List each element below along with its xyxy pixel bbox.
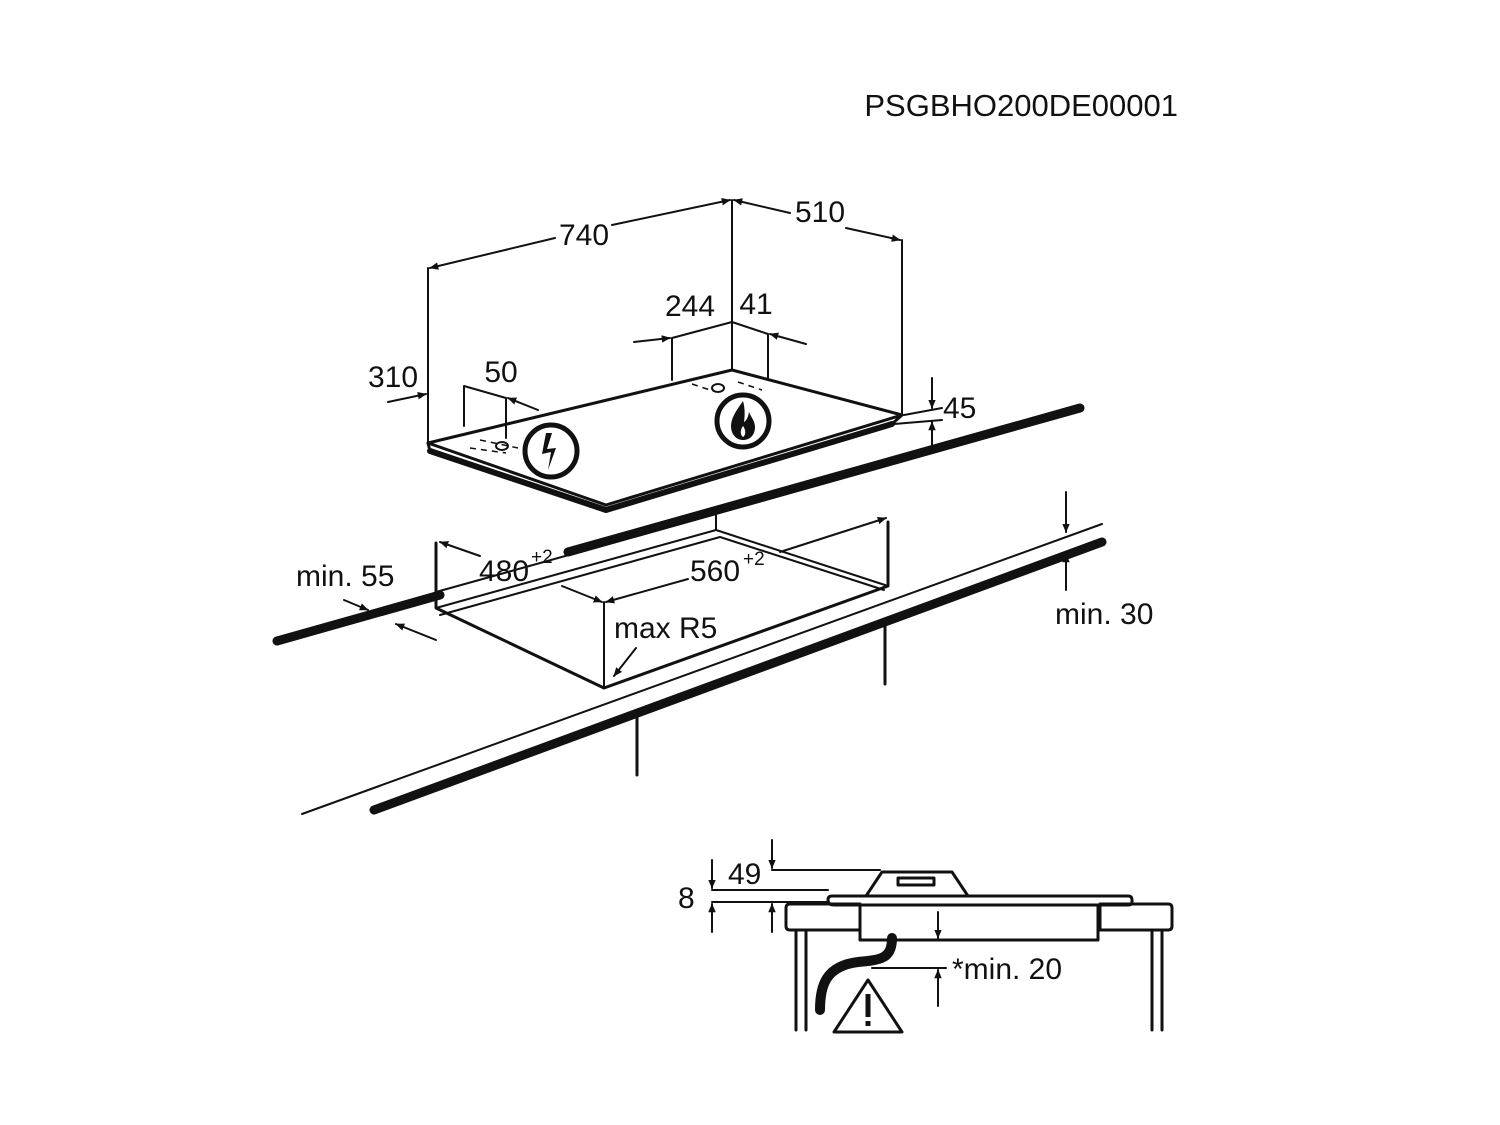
dim-480-label: 480 xyxy=(479,555,529,588)
dimension-electric-inlet: 310 50 xyxy=(368,356,539,411)
dimension-cutout-depth: 480 +2 xyxy=(439,541,603,603)
dim-310-label: 310 xyxy=(368,361,418,394)
dim-min20-label: *min. 20 xyxy=(952,953,1062,986)
dim-510-label: 510 xyxy=(795,196,845,229)
dimension-height-45: 45 xyxy=(893,377,976,453)
dimension-worktop-thickness: min. 30 xyxy=(1055,491,1153,631)
electric-connection-icon xyxy=(522,422,580,480)
dim-49-label: 49 xyxy=(728,858,761,891)
dim-50-label: 50 xyxy=(484,356,517,389)
hob xyxy=(426,199,904,513)
dim-560-label: 560 xyxy=(690,555,740,588)
worktop xyxy=(272,403,1107,815)
dimension-width-740: 740 xyxy=(429,198,731,270)
dim-41-label: 41 xyxy=(739,288,772,321)
section-view xyxy=(784,870,1174,1032)
dimension-depth-510: 510 xyxy=(733,196,901,242)
dimension-clearance-below: *min. 20 xyxy=(871,911,1062,1007)
dim-45-label: 45 xyxy=(943,392,976,425)
dim-244-label: 244 xyxy=(665,290,715,323)
dim-min30-label: min. 30 xyxy=(1055,598,1153,631)
dimension-cutout-width: 560 +2 xyxy=(605,516,887,604)
dimension-front-clearance: min. 55 xyxy=(296,560,437,641)
cutout xyxy=(434,513,890,690)
drawing-code: PSGBHO200DE00001 xyxy=(864,88,1178,123)
dim-740-label: 740 xyxy=(559,219,609,252)
dim-r5-label: max R5 xyxy=(614,612,717,645)
dimension-corner-radius: max R5 xyxy=(613,612,717,677)
dim-480-tolerance: +2 xyxy=(531,547,553,568)
dimension-section-heights: 49 8 xyxy=(678,839,881,933)
warning-icon xyxy=(832,978,904,1034)
dim-min55-label: min. 55 xyxy=(296,560,394,593)
gas-connection-icon xyxy=(714,392,772,450)
dimension-gas-inlet: 244 41 xyxy=(633,288,807,345)
dim-8-label: 8 xyxy=(678,882,695,915)
dim-560-tolerance: +2 xyxy=(743,549,765,570)
